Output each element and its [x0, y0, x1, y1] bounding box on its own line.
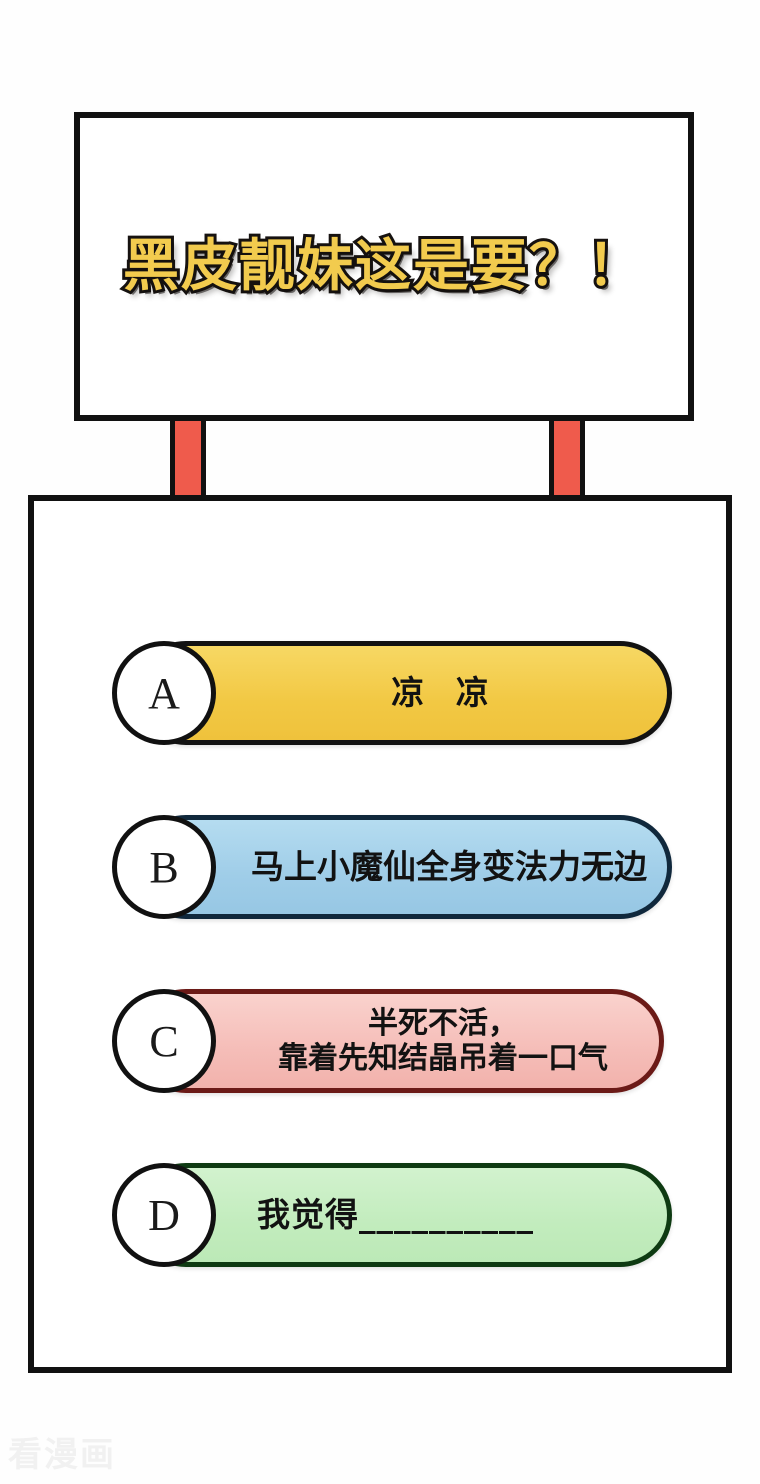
- option-letter-badge-a[interactable]: A: [112, 641, 216, 745]
- option-letter-badge-b[interactable]: B: [112, 815, 216, 919]
- option-row-c[interactable]: 半死不活， 靠着先知结晶吊着一口气 C: [112, 989, 672, 1093]
- option-row-a[interactable]: 凉 凉 A: [112, 641, 672, 745]
- connector-bar-right: [549, 421, 585, 499]
- option-label-b: 马上小魔仙全身变法力无边: [251, 846, 647, 886]
- options-panel: 凉 凉 A 马上小魔仙全身变法力无边 B 半死不活， 靠着先知结晶吊着一口气 C…: [28, 495, 732, 1373]
- connector-bar-left: [170, 421, 206, 499]
- option-letter-badge-d[interactable]: D: [112, 1163, 216, 1267]
- option-label-d: 我觉得__________: [257, 1194, 534, 1234]
- page-title: 黑皮靓妹这是要？！: [120, 233, 646, 300]
- option-pill-a[interactable]: 凉 凉: [134, 641, 672, 745]
- option-label-a: 凉 凉: [391, 672, 499, 712]
- title-panel: 黑皮靓妹这是要？！: [74, 112, 694, 421]
- option-label-c: 半死不活， 靠着先知结晶吊着一口气: [278, 1005, 608, 1076]
- watermark: 看漫画: [8, 1435, 116, 1475]
- option-row-d[interactable]: 我觉得__________ D: [112, 1163, 672, 1267]
- option-letter-badge-c[interactable]: C: [112, 989, 216, 1093]
- option-pill-d[interactable]: 我觉得__________: [134, 1163, 672, 1267]
- options-list: 凉 凉 A 马上小魔仙全身变法力无边 B 半死不活， 靠着先知结晶吊着一口气 C…: [112, 641, 672, 1267]
- option-row-b[interactable]: 马上小魔仙全身变法力无边 B: [112, 815, 672, 919]
- option-pill-b[interactable]: 马上小魔仙全身变法力无边: [134, 815, 672, 919]
